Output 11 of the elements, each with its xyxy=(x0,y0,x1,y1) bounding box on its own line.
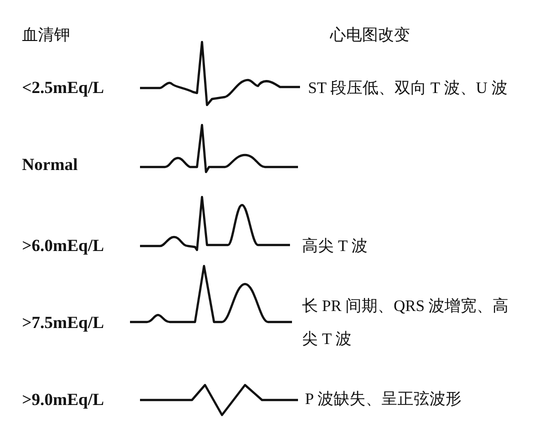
column-heading: 血清钾 xyxy=(22,26,70,46)
potassium-level-label: >9.0mEq/L xyxy=(22,390,104,410)
potassium-level-label: Normal xyxy=(22,155,78,175)
column-heading: 心电图改变 xyxy=(330,26,410,46)
potassium-level-label: >7.5mEq/L xyxy=(22,313,104,333)
ecg-change-description: ST 段压低、双向 T 波、U 波 xyxy=(308,78,508,99)
ecg-change-description: 高尖 T 波 xyxy=(302,236,368,257)
potassium-level-label: <2.5mEq/L xyxy=(22,78,104,98)
ecg-change-description: P 波缺失、呈正弦波形 xyxy=(305,390,462,410)
potassium-level-label: >6.0mEq/L xyxy=(22,236,104,256)
ecg-change-description: 长 PR 间期、QRS 波增宽、高尖 T 波 xyxy=(302,296,510,350)
